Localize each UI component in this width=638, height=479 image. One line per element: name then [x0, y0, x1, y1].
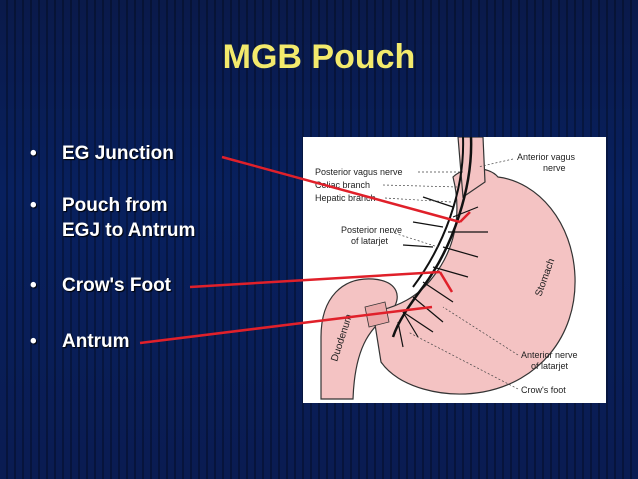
bullet-dot: •	[30, 275, 37, 296]
bullet-text: EG Junction	[62, 143, 174, 164]
stomach-illustration: Posterior vagus nerve Celiac branch Hepa…	[315, 136, 578, 400]
bullet-text: Crow's Foot	[62, 275, 172, 296]
label-celiac: Celiac branch	[315, 180, 370, 190]
nerve-branches	[397, 196, 488, 348]
label-posterior-latarjet-2: of latarjet	[351, 236, 389, 246]
label-crows-foot: Crow's foot	[521, 385, 566, 395]
bullet-text-line2: EGJ to Antrum	[62, 220, 196, 241]
bullet-text: Antrum	[62, 331, 130, 352]
arrow-crows-foot-tick	[438, 271, 454, 293]
label-anterior-latarjet-1: Anterior nerve	[521, 350, 578, 360]
label-anterior-vagus-1: Anterior vagus	[517, 152, 576, 162]
label-anterior-vagus-2: nerve	[543, 163, 566, 173]
arrow-eg-junction	[221, 155, 461, 224]
bullet-dot: •	[30, 143, 37, 164]
bullet-dot: •	[30, 331, 37, 352]
label-posterior-vagus: Posterior vagus nerve	[315, 167, 403, 177]
arrow-crows-foot	[189, 270, 441, 289]
stomach-diagram: Posterior vagus nerve Celiac branch Hepa…	[303, 136, 606, 403]
stomach-shape	[372, 168, 576, 395]
bullet-dot: •	[30, 195, 37, 216]
label-posterior-latarjet-1: Posterior nerve	[341, 225, 402, 235]
label-anterior-latarjet-2: of latarjet	[531, 361, 569, 371]
leader-lines	[382, 158, 519, 390]
label-hepatic: Hepatic branch	[315, 193, 376, 203]
arrow-antrum	[139, 305, 433, 345]
bullet-text-line1: Pouch from	[62, 195, 168, 216]
arrow-eg-junction-tick	[459, 211, 471, 223]
slide-title: MGB Pouch	[222, 38, 416, 76]
